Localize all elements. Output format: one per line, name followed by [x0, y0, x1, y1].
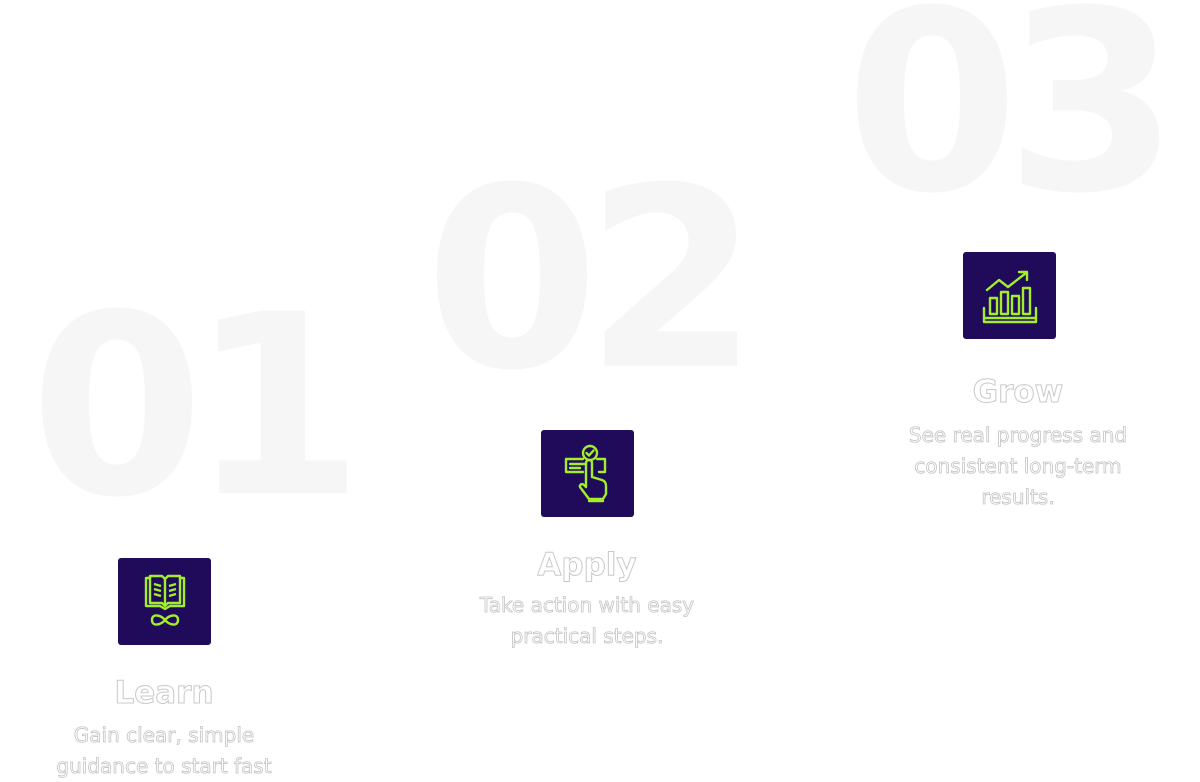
step-number: 02: [425, 134, 759, 425]
step-description: Take action with easy practical steps.: [479, 593, 695, 649]
step-number: 03: [845, 0, 1179, 248]
hand-tap-check-icon: [541, 430, 634, 517]
step-description: See real progress and consistent long-te…: [908, 423, 1128, 510]
step-title: Apply: [537, 547, 637, 583]
growth-chart-icon: [963, 252, 1056, 339]
step-title: Learn: [114, 675, 214, 711]
step-title: Grow: [972, 374, 1064, 410]
step-description: Gain clear, simple guidance to start fas…: [56, 723, 272, 779]
book-infinity-icon: [118, 558, 211, 645]
step-number: 01: [30, 261, 364, 552]
